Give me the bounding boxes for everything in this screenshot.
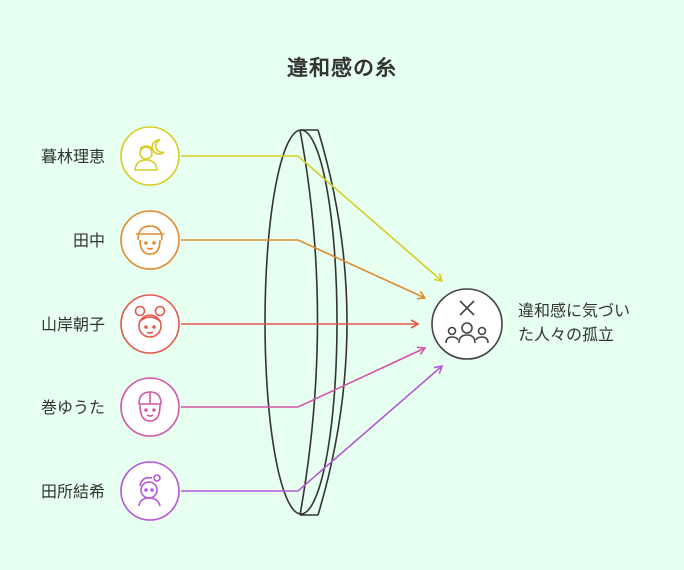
connector-tadokoro: [181, 364, 444, 492]
diagram-title: 違和感の糸: [287, 56, 397, 80]
boy-cap-icon: [120, 377, 180, 437]
result-label-line2: た人々の孤立: [518, 325, 615, 344]
person-label-tadokoro: 田所結希: [40, 482, 105, 501]
lens-shape: [264, 129, 348, 516]
girl-buns-icon: [120, 294, 180, 354]
result-label: 違和感に気づい た人々の孤立: [518, 299, 678, 347]
person-label-tanaka: 田中: [72, 231, 105, 250]
result-label-line1: 違和感に気づい: [518, 301, 631, 320]
person-cap-icon: [120, 210, 180, 270]
connector-kurebayashi: [181, 155, 444, 283]
person-label-yamagishi: 山岸朝子: [40, 315, 105, 334]
connector-tanaka: [181, 239, 427, 300]
person-label-maki: 巻ゆうた: [40, 398, 105, 417]
person-label-kurebayashi: 暮林理恵: [40, 147, 105, 166]
connector-maki: [181, 346, 427, 408]
person-moon-icon: [120, 126, 180, 186]
isolated-group-icon: [431, 288, 503, 360]
girl-flower-icon: [120, 461, 180, 521]
